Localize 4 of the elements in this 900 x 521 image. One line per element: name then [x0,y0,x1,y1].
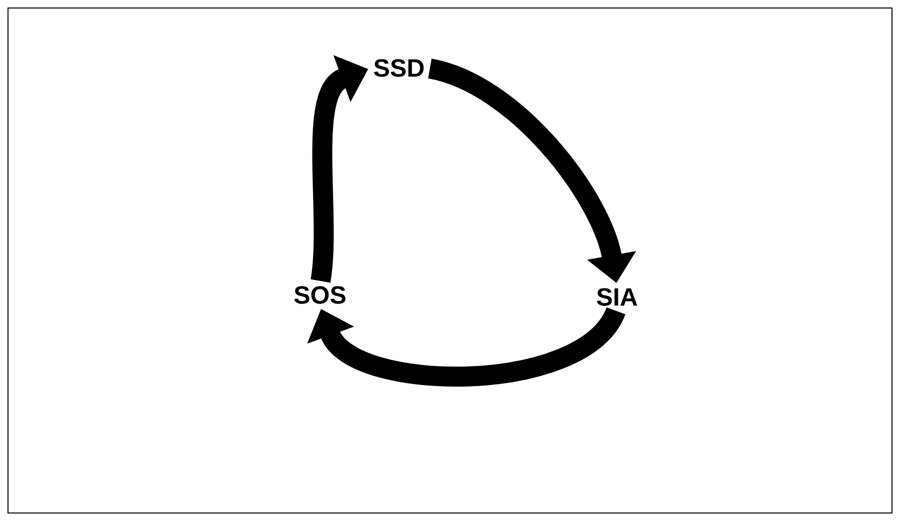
node-label: SIA [596,288,638,306]
node-label: SOS [294,286,346,304]
node-label: SSD [374,59,424,77]
curved-arrow [307,306,625,386]
